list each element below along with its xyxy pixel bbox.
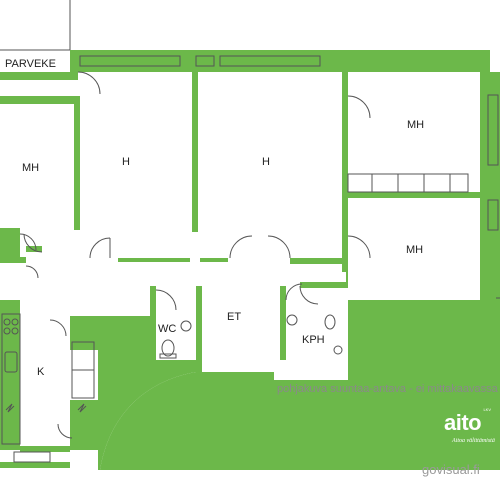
stove-burner bbox=[3, 318, 11, 326]
room-label-kph: KPH bbox=[302, 334, 325, 346]
stove-burner bbox=[11, 318, 19, 326]
room-label-h-right: H bbox=[262, 156, 270, 168]
room-label-mh-left: MH bbox=[22, 162, 39, 174]
kitchen-sink bbox=[4, 351, 18, 373]
wc-toilet-icon bbox=[161, 339, 175, 357]
logo-badge: LKV bbox=[483, 407, 491, 412]
kph-toilet-icon bbox=[324, 314, 336, 330]
room-label-mh-top-right: MH bbox=[407, 119, 424, 131]
room-floors bbox=[0, 0, 480, 446]
room-label-wc: WC bbox=[158, 323, 176, 335]
kph-sink-icon bbox=[286, 314, 298, 326]
wc-sink-icon bbox=[180, 320, 192, 332]
logo-name: aito bbox=[444, 410, 482, 435]
stove-burner bbox=[3, 327, 11, 335]
electric-panel-icon bbox=[77, 403, 87, 413]
room-label-mh-bottom-right: MH bbox=[406, 244, 423, 256]
room-label-h-left: H bbox=[122, 156, 130, 168]
logo-tagline: Aitoa välittämistä bbox=[452, 438, 495, 444]
shower-icon bbox=[333, 345, 343, 355]
aito-logo: LKV aito Aitoa välittämistä bbox=[440, 404, 495, 454]
fixtures bbox=[3, 314, 343, 413]
room-labels: PARVEKE MH H H MH MH WC ET KPH K bbox=[5, 58, 424, 378]
thin-lines bbox=[0, 0, 500, 463]
room-label-parveke: PARVEKE bbox=[5, 58, 56, 70]
website-link[interactable]: govisual.fi bbox=[422, 462, 480, 477]
disclaimer-note: pohjakuva suuntaa-antava - ei mittakaava… bbox=[277, 383, 498, 395]
room-label-et: ET bbox=[227, 311, 241, 323]
room-label-k: K bbox=[37, 366, 45, 378]
electric-panel-icon bbox=[5, 403, 15, 413]
stove-burner bbox=[11, 327, 19, 335]
